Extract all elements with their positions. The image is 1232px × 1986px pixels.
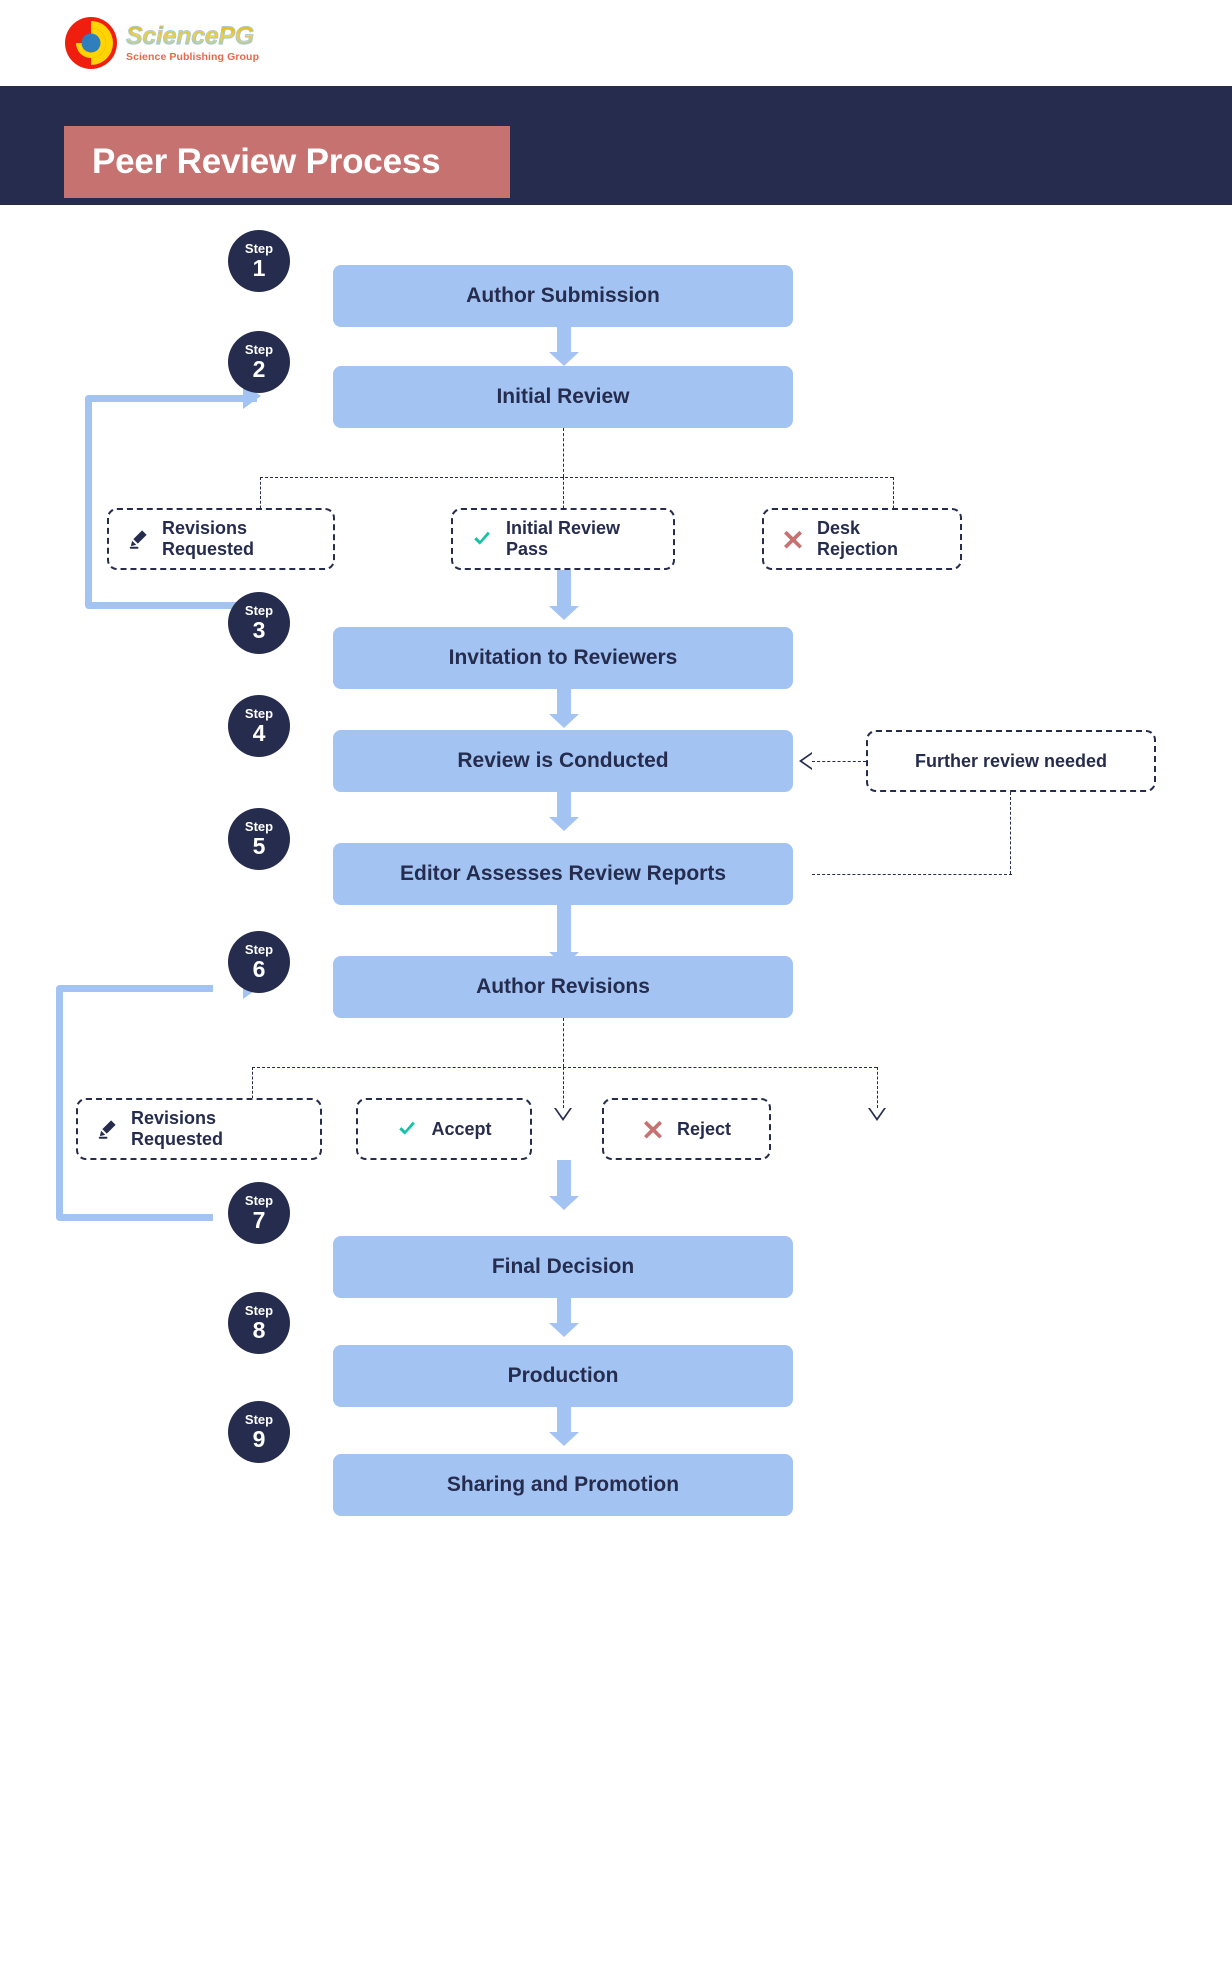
step-box-5[interactable]: Editor Assesses Review Reports [333,843,793,905]
dashed-line-to-step4 [812,761,866,762]
step-badge-number: 4 [252,720,266,746]
arrow-step4-to-step5 [549,792,579,831]
arrow-step5-to-step6 [549,905,579,966]
outcome-box-initial-review-pass[interactable]: Initial Review Pass [451,508,675,570]
dashed-arrowhead-mid-2 [554,1108,572,1121]
arrow-pass-to-step3 [549,570,579,620]
pencil-icon [129,530,147,549]
arrow-step8-to-step9 [549,1407,579,1446]
pencil-icon [98,1120,116,1139]
step-badge-word: Step [244,706,274,721]
check-icon [399,1121,416,1135]
step-label-5: Editor Assesses Review Reports [399,862,727,885]
step-badge-number: 2 [252,356,266,382]
step-label-7: Final Decision [491,1255,635,1278]
page-title: Peer Review Process [92,142,441,181]
step-badge-word: Step [244,603,274,618]
dashed-drop-mid-2 [563,1067,564,1108]
step-box-4[interactable]: Review is Conducted [333,730,793,792]
step-label-8: Production [507,1364,619,1387]
step-badge-7: Step 7 [228,1182,290,1244]
arrow-step1-to-step2 [549,327,579,366]
dashed-arrowhead-to-step4 [799,752,812,770]
dashed-stem-step2 [563,428,564,477]
step-badge-8: Step 8 [228,1292,290,1354]
outcome-label: Reject [676,1118,732,1139]
page-title-banner: Peer Review Process [64,126,510,198]
step-badge-number: 6 [252,956,266,982]
step-badge-4: Step 4 [228,695,290,757]
outcome-label: Further review needed [914,750,1108,771]
dashed-line-from-step5 [812,874,1012,875]
dashed-drop-mid-1 [563,477,564,518]
step-badge-6: Step 6 [228,931,290,993]
arrow-step7-to-step8 [549,1298,579,1337]
sciencepg-circular-logo [64,16,118,70]
step-badge-number: 7 [252,1207,266,1233]
flowchart-canvas: Step 1 Author Submission Step 2 Initial … [0,205,1232,1986]
step-badge-word: Step [244,819,274,834]
cross-icon [644,1120,662,1139]
step-box-2[interactable]: Initial Review [333,366,793,428]
outcome-box-revisions-requested-2[interactable]: Revisions Requested [76,1098,322,1160]
outcome-box-revisions-requested-1[interactable]: Revisions Requested [107,508,335,570]
logo-title: SciencePG [126,23,259,49]
outcome-box-desk-rejection[interactable]: Desk Rejection [762,508,962,570]
step-label-6: Author Revisions [476,975,650,998]
step-box-7[interactable]: Final Decision [333,1236,793,1298]
logo-strip: SciencePG Science Publishing Group [0,0,1232,86]
dashed-stem-step6 [563,1018,564,1067]
dashed-drop-right-2 [877,1067,878,1108]
step-label-1: Author Submission [466,284,660,307]
loopback-path-to-step6 [56,985,213,1221]
step-box-6[interactable]: Author Revisions [333,956,793,1018]
step-badge-number: 3 [252,617,266,643]
outcome-label: Revisions Requested [162,518,255,559]
arrow-accept-to-step7 [549,1160,579,1210]
step-box-3[interactable]: Invitation to Reviewers [333,627,793,689]
outcome-box-reject[interactable]: Reject [602,1098,771,1160]
dashed-drop-left-1 [260,477,261,518]
step-label-3: Invitation to Reviewers [448,646,678,669]
step-badge-number: 9 [252,1426,266,1452]
step-badge-word: Step [244,241,274,256]
dashed-drop-right-1 [893,477,894,518]
step-box-9[interactable]: Sharing and Promotion [333,1454,793,1516]
step-badge-number: 8 [252,1317,266,1343]
step-box-8[interactable]: Production [333,1345,793,1407]
outcome-box-accept[interactable]: Accept [356,1098,532,1160]
step-label-9: Sharing and Promotion [446,1473,680,1496]
step-badge-5: Step 5 [228,808,290,870]
outcome-label: Accept [431,1118,492,1139]
step-badge-word: Step [244,342,274,357]
step-badge-word: Step [244,1412,274,1427]
loopback-path-to-step2 [85,395,257,609]
check-icon [474,531,490,545]
step-badge-number: 1 [252,255,266,281]
step-badge-number: 5 [252,833,266,859]
dashed-drop-from-note [1010,792,1011,874]
cross-icon [784,530,802,549]
arrow-step3-to-step4 [549,689,579,728]
step-box-1[interactable]: Author Submission [333,265,793,327]
step-badge-1: Step 1 [228,230,290,292]
dashed-drop-left-2 [252,1067,253,1108]
logo-subtitle: Science Publishing Group [126,50,260,63]
step-label-4: Review is Conducted [457,749,669,772]
outcome-label: Desk Rejection [817,518,899,559]
dashed-bus-step2 [260,477,893,478]
outcome-label: Revisions Requested [131,1108,224,1149]
step-label-2: Initial Review [496,385,630,408]
step-badge-word: Step [244,942,274,957]
outcome-box-further-review-needed[interactable]: Further review needed [866,730,1156,792]
dashed-arrowhead-right-2 [868,1108,886,1121]
step-badge-word: Step [244,1303,274,1318]
step-badge-word: Step [244,1193,274,1208]
sciencepg-logo: SciencePG Science Publishing Group [64,16,259,70]
step-badge-3: Step 3 [228,592,290,654]
outcome-label: Initial Review Pass [506,518,621,559]
dashed-bus-step6 [252,1067,877,1068]
step-badge-9: Step 9 [228,1401,290,1463]
step-badge-2: Step 2 [228,331,290,393]
